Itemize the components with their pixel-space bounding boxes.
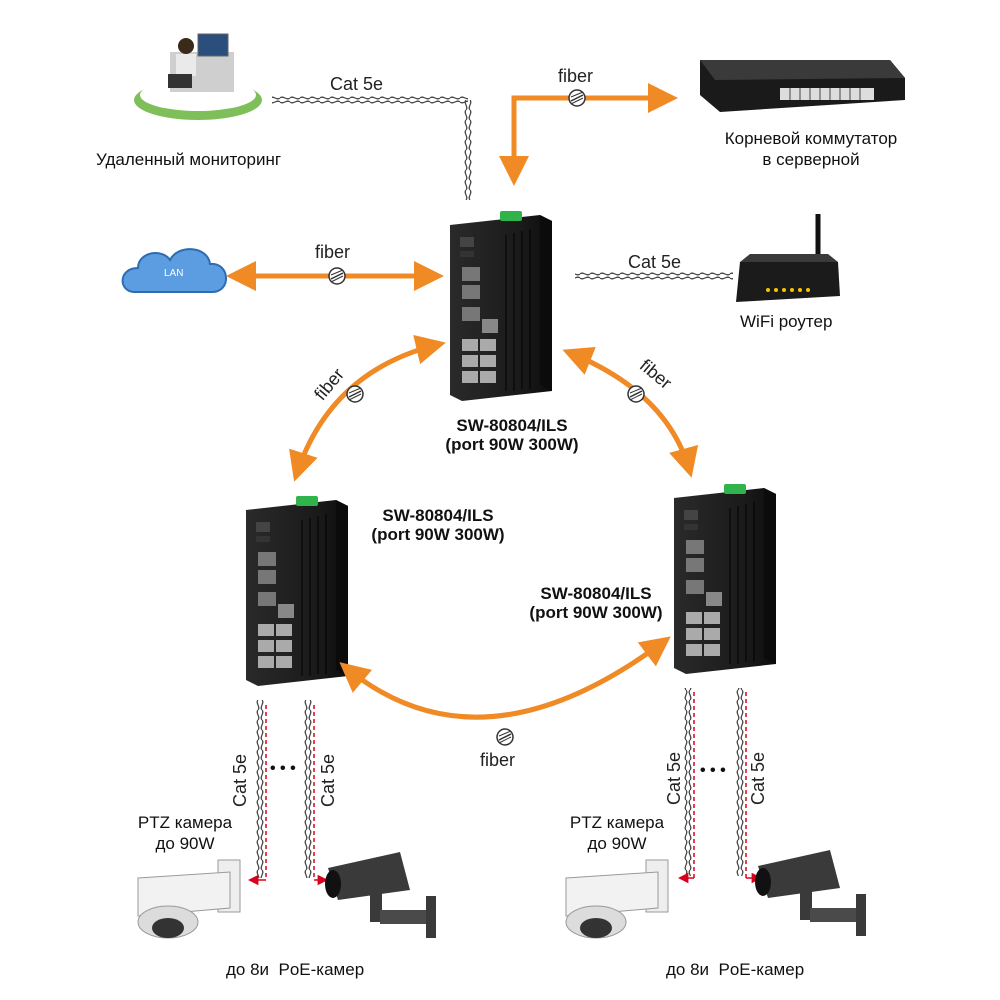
core-switch-label-line1: Корневой коммутатор <box>724 129 898 148</box>
switch-left <box>245 495 349 687</box>
cat5e-cables-left <box>247 700 329 886</box>
right-ptz-label-line2: до 90W <box>587 834 647 853</box>
wifi-cat5e-label: Cat 5e <box>628 252 682 272</box>
left-ptz-label-line1: PTZ камера <box>137 813 233 832</box>
switch-top-model: SW-80804/ILS <box>456 416 568 435</box>
ring-bottom-fiber-label: fiber <box>480 750 516 770</box>
monitoring-cat5e-label: Cat 5e <box>330 74 384 94</box>
right-poe-cameras-label: до 8и PoE-камер <box>666 960 805 979</box>
right-ellipsis: • • • <box>700 762 726 779</box>
lan-label: LAN <box>164 268 184 279</box>
fiber-ring-top-right <box>562 346 699 478</box>
lan-cloud-icon <box>121 248 227 293</box>
wifi-router-label: WiFi роутер <box>740 312 833 331</box>
switch-top-power: (port 90W 300W) <box>445 435 579 454</box>
switch-top <box>449 210 553 402</box>
ptz-camera-right-icon <box>565 859 669 939</box>
switch-right-power: (port 90W 300W) <box>529 603 663 622</box>
left-ptz-label-line2: до 90W <box>155 834 215 853</box>
switch-left-power: (port 90W 300W) <box>371 525 505 544</box>
fiber-link-lan <box>226 261 444 291</box>
fiber-ring-top-left <box>289 334 446 482</box>
fiber-ring-bottom <box>339 636 671 746</box>
switch-left-label: SW-80804/ILS (port 90W 300W) <box>348 506 528 544</box>
switch-right-label: SW-80804/ILS (port 90W 300W) <box>510 584 682 622</box>
lan-fiber-label: fiber <box>315 242 351 262</box>
left-ellipsis: • • • <box>270 760 296 777</box>
left-cam1-cat5e-label: Cat 5e <box>230 753 251 808</box>
right-cam1-cat5e-label: Cat 5e <box>664 751 685 806</box>
monitoring-label: Удаленный мониторинг <box>96 150 282 169</box>
core-switch-label-line2: в серверной <box>762 150 860 169</box>
cat5e-cable-wifi <box>575 272 733 280</box>
bullet-camera-left-icon <box>325 852 436 938</box>
switch-right <box>673 483 777 675</box>
switch-top-label: SW-80804/ILS (port 90W 300W) <box>422 416 602 454</box>
bullet-camera-right-icon <box>755 850 866 936</box>
wifi-router-icon <box>736 214 840 302</box>
core-switch-icon <box>700 60 905 112</box>
core-switch-label: Корневой коммутатор в серверной <box>704 128 918 170</box>
right-cam2-cat5e-label: Cat 5e <box>748 751 769 806</box>
fiber-link-core <box>499 83 678 186</box>
left-poe-cameras-label: до 8и PoE-камер <box>226 960 365 979</box>
left-cam2-cat5e-label: Cat 5e <box>318 753 339 808</box>
left-ptz-label: PTZ камера до 90W <box>130 812 240 854</box>
ptz-camera-left-icon <box>137 859 241 939</box>
right-ptz-label-line1: PTZ камера <box>569 813 665 832</box>
monitoring-workstation-icon <box>134 33 262 120</box>
right-ptz-label: PTZ камера до 90W <box>562 812 672 854</box>
core-fiber-label: fiber <box>558 66 594 86</box>
switch-left-model: SW-80804/ILS <box>382 506 494 525</box>
switch-right-model: SW-80804/ILS <box>540 584 652 603</box>
cat5e-cable-monitoring <box>272 96 472 200</box>
cat5e-cables-right <box>677 688 763 884</box>
